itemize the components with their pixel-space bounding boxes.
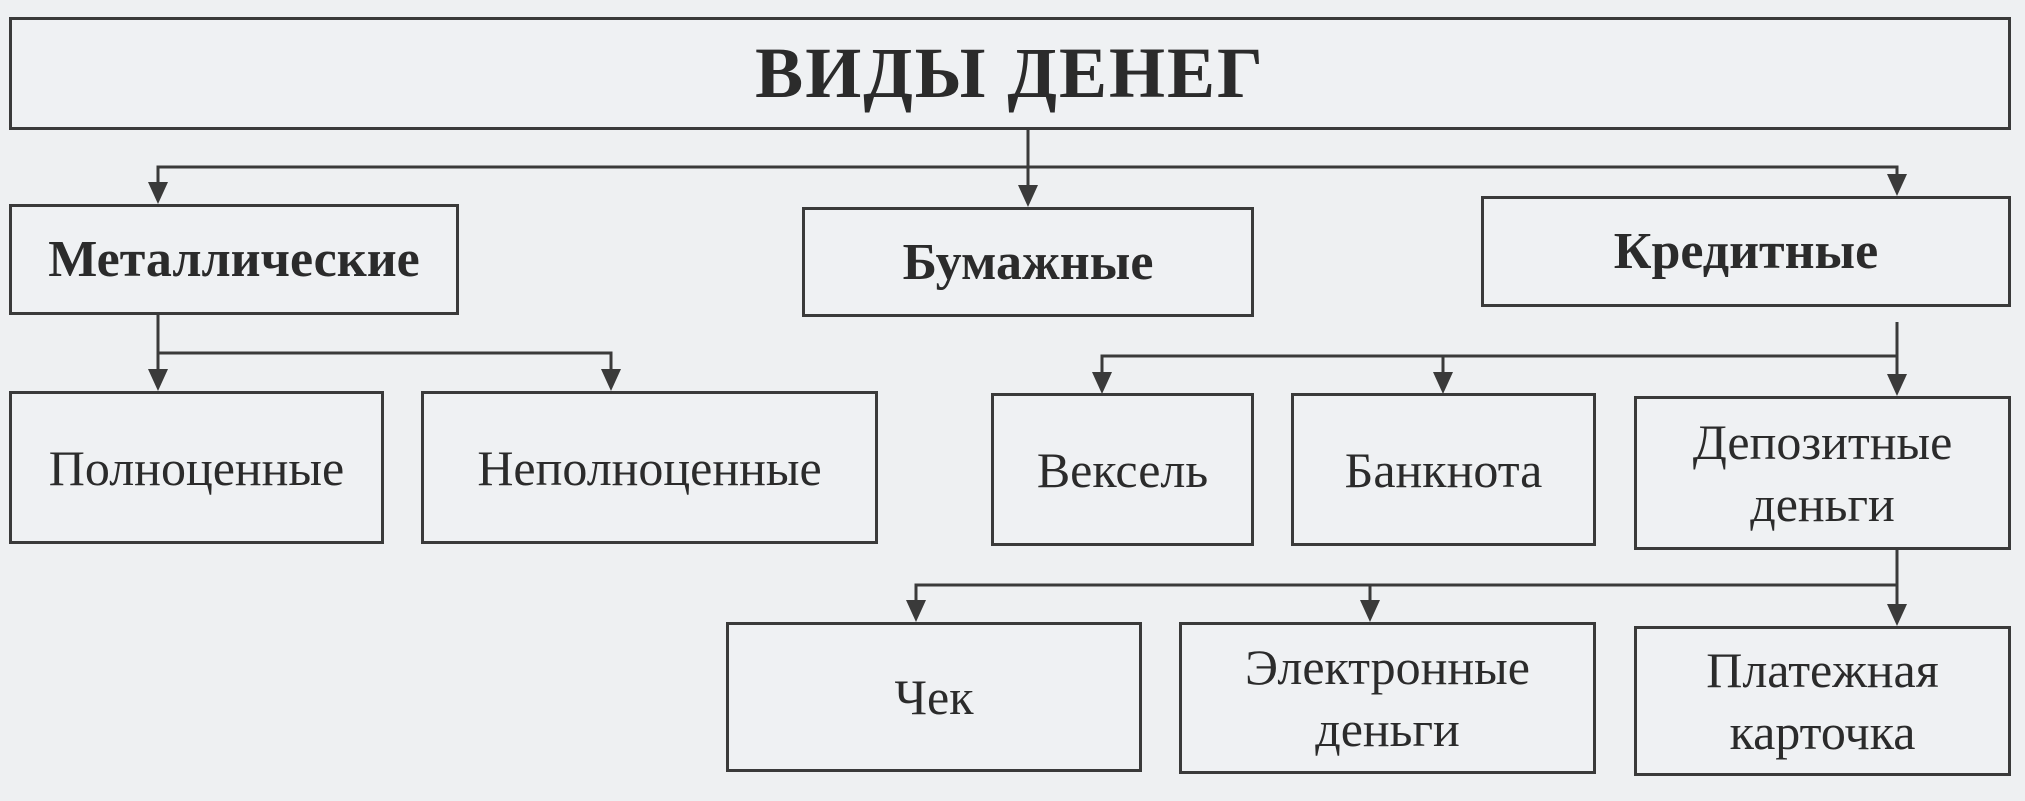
arrowheads xyxy=(148,174,1907,626)
arrow-icon xyxy=(1887,174,1907,196)
arrow-icon xyxy=(1018,185,1038,207)
node-label: Полноценные xyxy=(48,439,345,496)
node-banknote: Банкнота xyxy=(1291,393,1596,546)
connector-deposit-bus xyxy=(914,583,1897,604)
node-paper: Бумажные xyxy=(802,207,1254,317)
node-deposit: Депозитные деньги xyxy=(1634,396,2011,550)
node-payment-card: Платежная карточка xyxy=(1634,626,2011,776)
node-label: Кредитные xyxy=(1613,223,1879,280)
node-label: Вексель xyxy=(1036,441,1209,498)
node-token: Неполноценные xyxy=(421,391,878,544)
connector-metallic-bus xyxy=(158,351,613,372)
node-label-line2: деньги xyxy=(1315,701,1460,757)
node-metallic: Металлические xyxy=(9,204,459,315)
arrow-icon xyxy=(601,369,621,391)
arrow-icon xyxy=(1360,600,1380,622)
node-label: Бумажные xyxy=(902,233,1154,291)
node-bill: Вексель xyxy=(991,393,1254,546)
arrow-icon xyxy=(1092,372,1112,394)
arrow-icon xyxy=(148,182,168,204)
arrow-icon xyxy=(1887,374,1907,396)
node-label-line1: Депозитные xyxy=(1692,414,1953,470)
node-label-line1: Электронные xyxy=(1245,639,1530,695)
arrow-icon xyxy=(148,369,168,391)
node-label: Банкнота xyxy=(1344,441,1543,498)
connector-credit-bus xyxy=(1100,354,1897,376)
arrow-icon xyxy=(1433,372,1453,394)
title-box: ВИДЫ ДЕНЕГ xyxy=(9,17,2011,130)
node-full-value: Полноценные xyxy=(9,391,384,544)
node-credit: Кредитные xyxy=(1481,196,2011,307)
node-label: Металлические xyxy=(48,231,420,288)
arrow-icon xyxy=(1887,604,1907,626)
node-cheque: Чек xyxy=(726,622,1142,772)
node-label: Чек xyxy=(894,669,974,725)
node-label-line2: деньги xyxy=(1750,476,1895,532)
node-label-line2: карточка xyxy=(1729,704,1916,760)
diagram-title: ВИДЫ ДЕНЕГ xyxy=(755,33,1265,113)
arrow-icon xyxy=(906,600,926,622)
node-label-line1: Платежная xyxy=(1706,642,1939,698)
node-label: Неполноценные xyxy=(477,439,822,496)
node-electronic: Электронные деньги xyxy=(1179,622,1596,774)
